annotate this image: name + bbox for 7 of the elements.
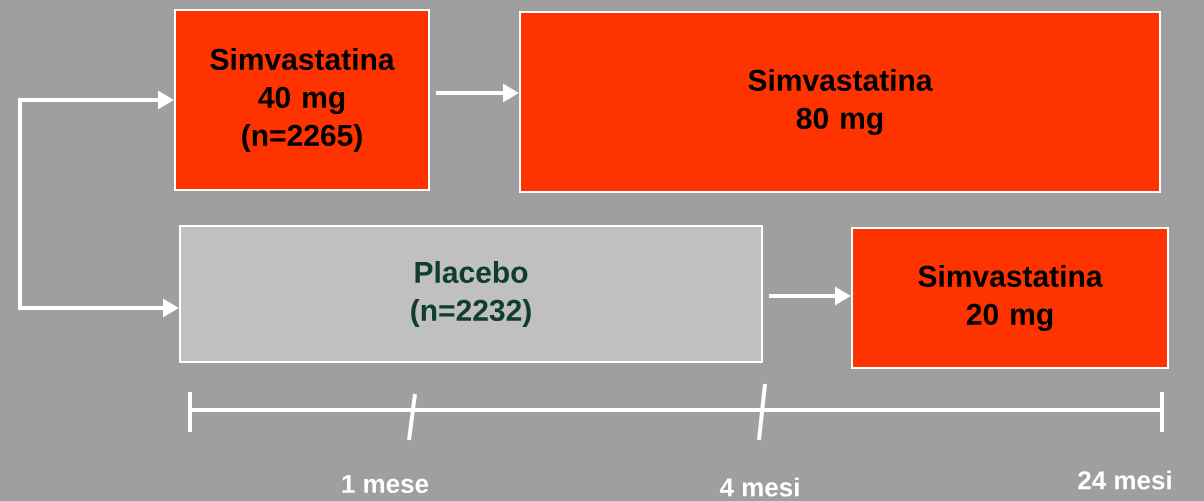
box: Placebo (n=2232) bbox=[179, 225, 763, 363]
timeline-label: 1 mese bbox=[342, 474, 429, 494]
timeline-label: 4 mesi bbox=[719, 477, 799, 497]
box: Simvastatina 20 mg bbox=[851, 227, 1169, 369]
box: Simvastatina 80 mg bbox=[519, 11, 1161, 193]
timeline-label: 24 mesi bbox=[1078, 470, 1171, 490]
box: Simvastatina 40 mg (n=2265) bbox=[174, 9, 430, 191]
